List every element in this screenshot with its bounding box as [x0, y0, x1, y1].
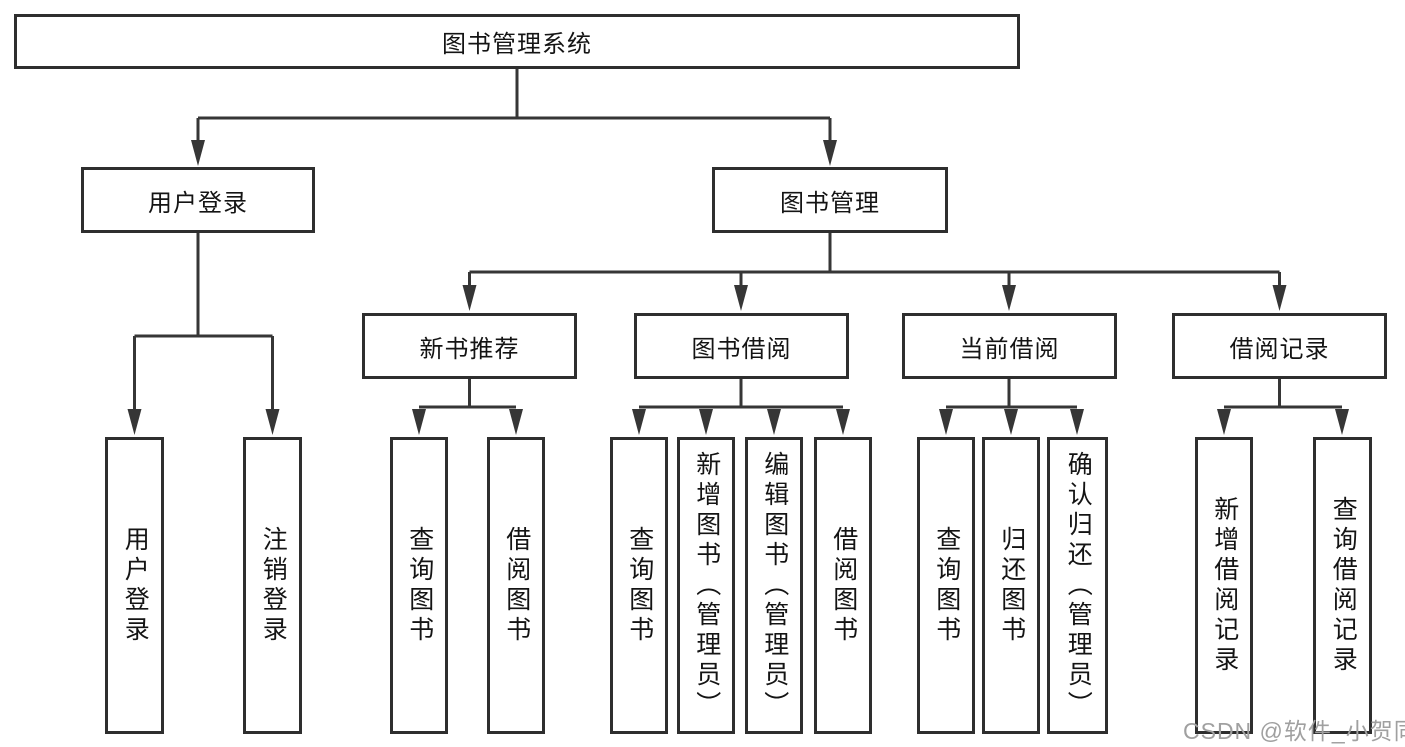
node-label: 新书推荐 [419, 335, 520, 363]
arrowhead-icon [1004, 409, 1018, 435]
arrowhead-icon [734, 285, 748, 311]
node-label: 借阅图书 [829, 525, 858, 646]
arrowhead-icon [509, 409, 523, 435]
leaf-query-books-current: 查询图书 [917, 437, 975, 734]
edge-group [133, 68, 1342, 411]
csdn-watermark: CSDN @软件_小贺同学 [1183, 718, 1405, 744]
node-label: 借阅图书 [502, 525, 531, 646]
node-label: 用户登录 [121, 525, 150, 646]
node-label: 借阅记录 [1229, 335, 1330, 363]
leaf-logout: 注销登录 [243, 437, 302, 734]
node-book-borrow: 图书借阅 [634, 313, 849, 379]
leaf-query-books-recommend: 查询图书 [390, 437, 448, 734]
node-root: 图书管理系统 [14, 14, 1020, 69]
node-label: 新增借阅记录 [1210, 495, 1239, 676]
leaf-user-login: 用户登录 [105, 437, 164, 734]
arrowhead-icon [1272, 285, 1287, 311]
node-label: 图书管理 [780, 189, 880, 217]
arrowhead-icon [191, 140, 205, 166]
node-label: 查询图书 [932, 525, 961, 646]
arrowhead-icon [127, 409, 142, 435]
node-current-borrow: 当前借阅 [902, 313, 1117, 379]
node-label: 当前借阅 [959, 335, 1060, 363]
arrowhead-icon [939, 409, 953, 435]
arrowhead-icon [412, 409, 426, 435]
node-label: 用户登录 [148, 189, 248, 217]
arrowhead-icon [823, 140, 837, 166]
arrowhead-icon [1002, 285, 1016, 311]
leaf-add-books-admin: 新增图书（管理员） [677, 437, 735, 734]
arrowhead-icon [699, 409, 713, 435]
node-label: 查询图书 [405, 525, 434, 646]
leaf-return-books: 归还图书 [982, 437, 1040, 734]
arrowhead-icon [462, 285, 477, 311]
node-user-login: 用户登录 [81, 167, 315, 233]
node-label: 查询借阅记录 [1329, 495, 1358, 676]
arrowhead-icon [265, 409, 280, 435]
arrowhead-icon [767, 409, 781, 435]
leaf-query-borrow-record: 查询借阅记录 [1313, 437, 1372, 734]
node-label: 编辑图书（管理员） [760, 450, 789, 721]
arrowhead-icon [1070, 409, 1084, 435]
node-book-management: 图书管理 [712, 167, 948, 233]
arrowhead-icon [1217, 409, 1231, 435]
node-new-book-recommend: 新书推荐 [362, 313, 577, 379]
node-label: 查询图书 [625, 525, 654, 646]
arrowhead-icon [632, 409, 646, 435]
node-label: 注销登录 [259, 525, 288, 646]
leaf-confirm-return-admin: 确认归还（管理员） [1047, 437, 1108, 734]
node-label: 图书管理系统 [442, 31, 592, 58]
node-label: 确认归还（管理员） [1064, 450, 1093, 721]
leaf-borrow-books: 借阅图书 [814, 437, 872, 734]
arrowhead-icon [836, 409, 850, 435]
node-borrow-records: 借阅记录 [1172, 313, 1387, 379]
leaf-borrow-books-recommend: 借阅图书 [487, 437, 545, 734]
leaf-edit-books-admin: 编辑图书（管理员） [745, 437, 803, 734]
node-label: 归还图书 [997, 525, 1026, 646]
arrowhead-group [127, 140, 1349, 435]
leaf-add-borrow-record: 新增借阅记录 [1195, 437, 1253, 734]
leaf-query-books-borrow: 查询图书 [610, 437, 668, 734]
node-label: 图书借阅 [691, 335, 792, 363]
node-label: 新增图书（管理员） [692, 450, 721, 721]
arrowhead-icon [1335, 409, 1349, 435]
